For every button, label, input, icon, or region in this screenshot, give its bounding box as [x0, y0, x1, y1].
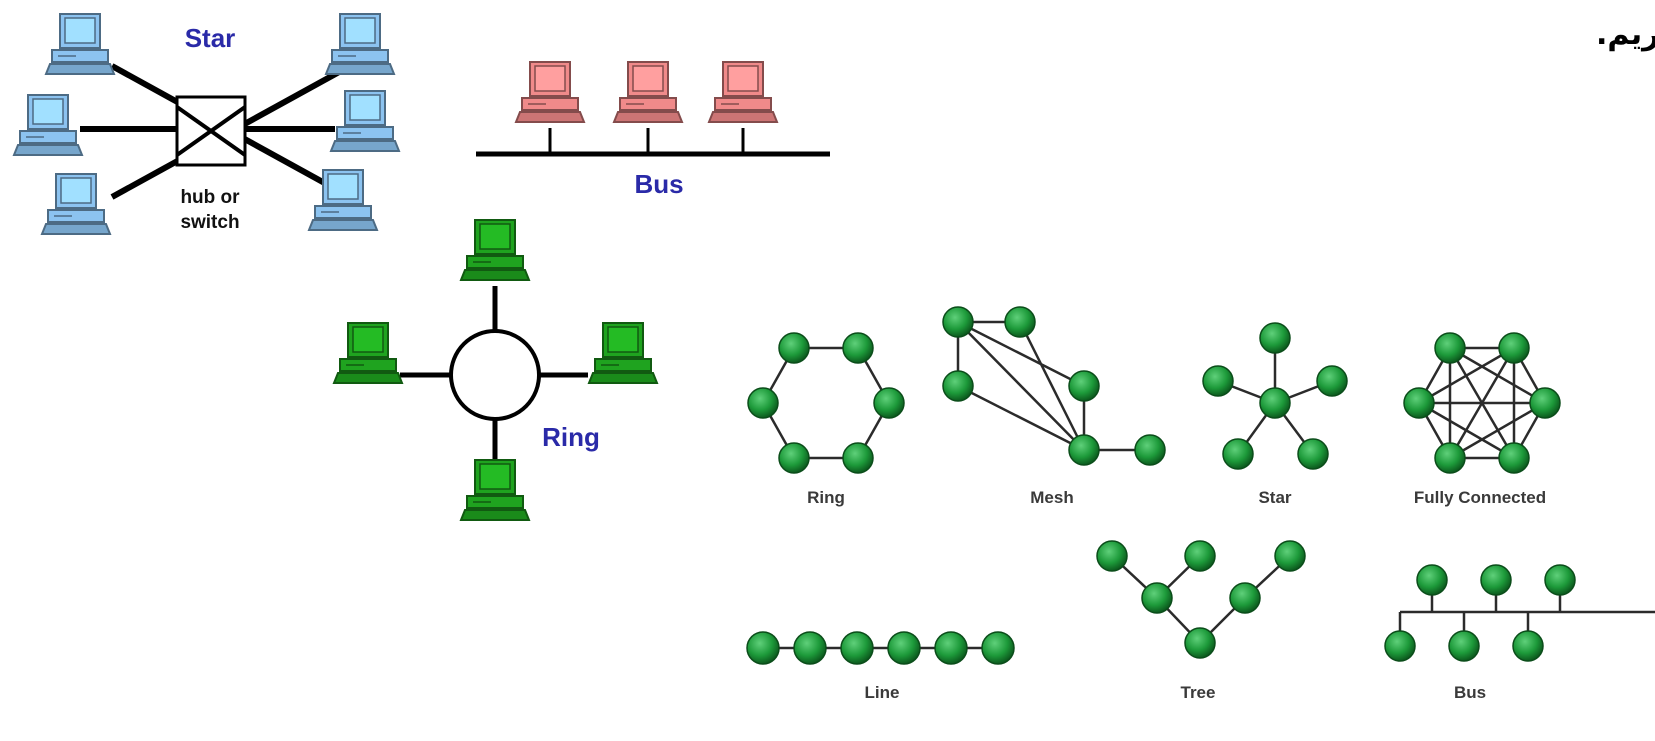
mesh-links [956, 320, 1150, 452]
topology-mesh [942, 306, 1166, 466]
topology-fully-connected [1403, 332, 1561, 474]
node [793, 631, 827, 665]
node [1202, 365, 1234, 397]
computer-icon [459, 459, 531, 521]
node [1403, 387, 1435, 419]
computer-icon [324, 13, 396, 75]
topology-label-bus: Bus [1454, 683, 1486, 702]
ring-computers [332, 219, 659, 521]
node [887, 631, 921, 665]
computer-icon [332, 322, 404, 384]
hub-label-line2: switch [180, 212, 239, 233]
node [1141, 582, 1173, 614]
node [981, 631, 1015, 665]
computer-icon [612, 61, 684, 123]
node [1416, 564, 1448, 596]
node [1222, 438, 1254, 470]
node [1259, 322, 1291, 354]
bus-title: Bus [634, 169, 683, 199]
topology-star [1202, 322, 1348, 470]
node [842, 442, 874, 474]
node [1274, 540, 1306, 572]
node [1068, 370, 1100, 402]
tree-nodes [1096, 540, 1306, 659]
ring-nodes [747, 332, 905, 474]
bus-drops [548, 128, 745, 154]
node [778, 442, 810, 474]
node [1134, 434, 1166, 466]
ring-title: Ring [542, 422, 600, 452]
node [842, 332, 874, 364]
topology-label-star: Star [1258, 488, 1291, 507]
computer-icon [12, 94, 84, 156]
topology-label-ring: Ring [807, 488, 845, 507]
ring-computer-diagram: Ring [332, 219, 659, 521]
node [1184, 540, 1216, 572]
node [1004, 306, 1036, 338]
topology-line [746, 631, 1015, 665]
topology-bus [1384, 564, 1655, 662]
node [942, 370, 974, 402]
topology-label-fully-connected: Fully Connected [1414, 488, 1546, 507]
node [1184, 627, 1216, 659]
node [1498, 332, 1530, 364]
node [1229, 582, 1261, 614]
node-topologies: Ring Mesh Star Fully Connected Line Tree… [746, 306, 1655, 702]
computer-icon [514, 61, 586, 123]
mesh-nodes [942, 306, 1166, 466]
ring-spokes [400, 286, 588, 462]
ring-circle [449, 329, 541, 421]
node [1480, 564, 1512, 596]
node [934, 631, 968, 665]
bus-computers [514, 61, 779, 123]
topology-label-tree: Tree [1181, 683, 1216, 702]
node [1259, 387, 1291, 419]
computer-icon [587, 322, 659, 384]
computer-icon [707, 61, 779, 123]
line-nodes [746, 631, 1015, 665]
computer-icon [307, 169, 379, 231]
node [840, 631, 874, 665]
node [1434, 442, 1466, 474]
node [1544, 564, 1576, 596]
node [1297, 438, 1329, 470]
star-computers [12, 13, 401, 235]
star-hub-x [175, 105, 247, 157]
node [873, 387, 905, 419]
fully-connected-nodes [1403, 332, 1561, 474]
node [1096, 540, 1128, 572]
hub-label-line1: hub or [180, 187, 240, 208]
computer-icon [329, 90, 401, 152]
star-computer-diagram: hub or switch Star [12, 13, 401, 235]
ring-links [761, 346, 891, 460]
topology-label-mesh: Mesh [1030, 488, 1073, 507]
bus-computer-diagram: Bus [476, 61, 830, 199]
fully-connected-links [1417, 346, 1547, 460]
computer-icon [459, 219, 531, 281]
node [1316, 365, 1348, 397]
node [942, 306, 974, 338]
header-text: ریم. [1596, 17, 1655, 52]
node [1512, 630, 1544, 662]
bus-nodes [1384, 564, 1576, 662]
node [1498, 442, 1530, 474]
topology-label-line: Line [865, 683, 900, 702]
node [778, 332, 810, 364]
node [1529, 387, 1561, 419]
star-nodes [1202, 322, 1348, 470]
topology-tree [1096, 540, 1306, 659]
node [1384, 630, 1416, 662]
node [1434, 332, 1466, 364]
node [746, 631, 780, 665]
computer-icon [44, 13, 116, 75]
computer-icon [40, 173, 112, 235]
node [1448, 630, 1480, 662]
topology-ring [747, 332, 905, 474]
node [1068, 434, 1100, 466]
star-title: Star [185, 23, 236, 53]
node [747, 387, 779, 419]
